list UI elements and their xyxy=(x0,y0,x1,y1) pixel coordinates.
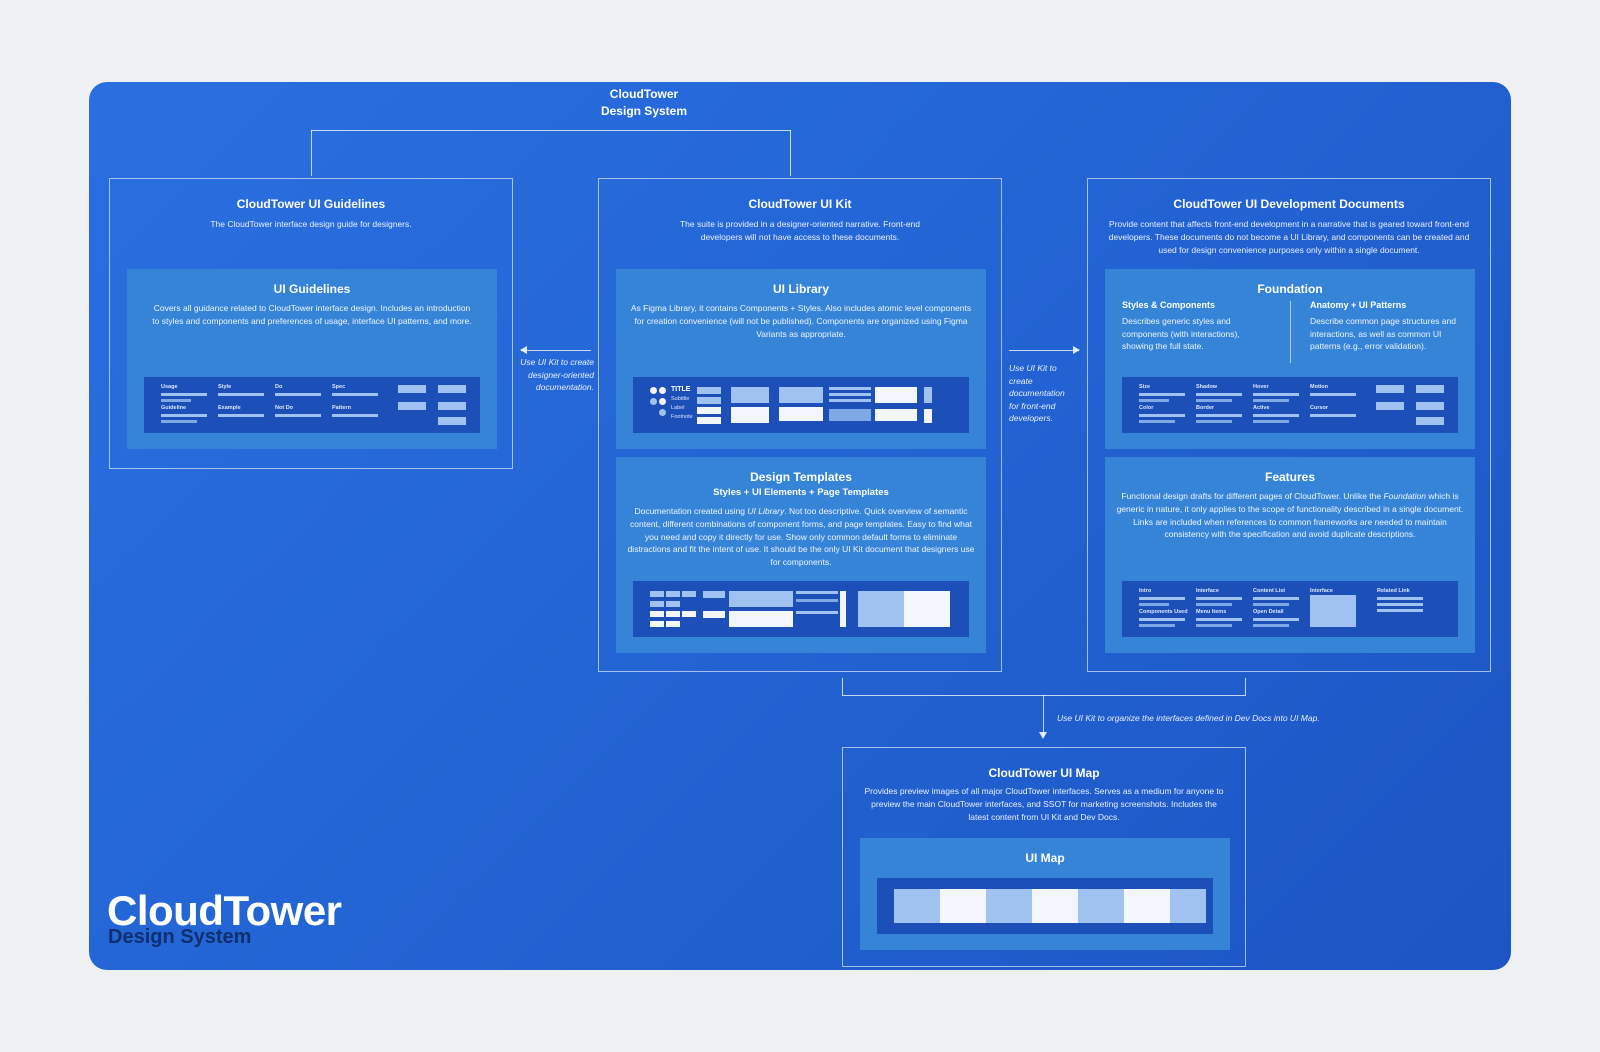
arrow-to-devdocs xyxy=(1009,350,1079,351)
preview-label: Footnote xyxy=(671,414,693,420)
uimap-box: CloudTower UI Map Provides preview image… xyxy=(842,747,1246,967)
preview-label: Style xyxy=(218,384,232,390)
ui-library-panel: UI Library As Figma Library, it contains… xyxy=(616,269,986,449)
desc-text: . Not too descriptive. Quick overview of… xyxy=(627,506,975,568)
ui-guidelines-preview: Usage Style Do Spec Guideline Example No… xyxy=(144,377,480,433)
edge-label-uimap: Use UI Kit to organize the interfaces de… xyxy=(1057,713,1320,723)
preview-label: Hover xyxy=(1253,384,1269,390)
features-desc: Functional design drafts for different p… xyxy=(1115,490,1465,541)
features-panel: Features Functional design drafts for di… xyxy=(1105,457,1475,653)
preview-label: TITLE xyxy=(671,386,691,393)
desc-text: Documentation created using xyxy=(634,506,748,516)
design-templates-desc: Documentation created using UI Library. … xyxy=(626,505,976,569)
design-templates-panel: Design Templates Styles + UI Elements + … xyxy=(616,457,986,653)
devdocs-desc: Provide content that affects front-end d… xyxy=(1108,219,1470,255)
desc-emphasis: UI Library xyxy=(747,506,785,516)
bracket-bottom xyxy=(842,695,1246,696)
devdocs-box: CloudTower UI Development Documents Prov… xyxy=(1087,178,1491,672)
preview-label: Color xyxy=(1139,405,1154,411)
preview-label: Content List xyxy=(1253,588,1286,594)
root-node-title: CloudTower Design System xyxy=(569,86,719,120)
uimap-desc: Provides preview images of all major Clo… xyxy=(864,786,1224,822)
root-connector-left xyxy=(311,130,312,176)
foundation-panel: Foundation Styles & Components Describes… xyxy=(1105,269,1475,449)
preview-label: Spec xyxy=(332,384,346,390)
uimap-panel-title: UI Map xyxy=(1025,851,1065,865)
uikit-box: CloudTower UI Kit The suite is provided … xyxy=(598,178,1002,672)
desc-text: which is generic in nature, it only appl… xyxy=(1116,491,1464,540)
foundation-divider xyxy=(1290,301,1291,363)
bracket-left xyxy=(842,678,843,695)
ui-library-preview: TITLE Subtitle Label Footnote xyxy=(633,377,969,433)
edge-label-devdocs: Use UI Kit to create documentation for f… xyxy=(1009,363,1065,423)
ui-guidelines-title: UI Guidelines xyxy=(273,282,351,296)
preview-label: Guideline xyxy=(161,405,187,411)
preview-label: Example xyxy=(218,405,241,411)
ui-library-title: UI Library xyxy=(772,282,829,296)
preview-label: Motion xyxy=(1310,384,1329,390)
uimap-title: CloudTower UI Map xyxy=(988,766,1100,780)
preview-label: Menu Items xyxy=(1196,609,1227,615)
foundation-title: Foundation xyxy=(1257,282,1323,296)
foundation-col1-desc: Describes generic styles and components … xyxy=(1122,316,1240,351)
uikit-desc: The suite is provided in a designer-orie… xyxy=(679,219,921,242)
root-connector-right xyxy=(790,130,791,176)
preview-label: Subtitle xyxy=(671,396,690,402)
design-templates-preview xyxy=(633,581,969,637)
root-title-line2: Design System xyxy=(600,104,688,118)
preview-label: Pattern xyxy=(332,405,351,411)
preview-label: Cursor xyxy=(1310,405,1329,411)
ui-library-desc: As Figma Library, it contains Components… xyxy=(630,303,972,339)
foundation-col2-title: Anatomy + UI Patterns xyxy=(1310,300,1407,310)
guidelines-title: CloudTower UI Guidelines xyxy=(236,197,386,211)
foundation-col2-desc: Describe common page structures and inte… xyxy=(1310,316,1456,351)
preview-label: Related Link xyxy=(1377,588,1410,594)
brand-subtitle: Design System xyxy=(108,926,252,948)
preview-label: Shadow xyxy=(1196,384,1218,390)
uimap-panel: UI Map xyxy=(860,838,1230,950)
guidelines-box: CloudTower UI Guidelines The CloudTower … xyxy=(109,178,513,469)
preview-label: Border xyxy=(1196,405,1215,411)
features-preview: Intro Interface Content List Interface R… xyxy=(1122,581,1458,637)
edge-label-guidelines: Use UI Kit to create designer-oriented d… xyxy=(520,357,594,392)
preview-label: Open Detail xyxy=(1253,609,1284,615)
ui-guidelines-desc: Covers all guidance related to CloudTowe… xyxy=(152,303,472,326)
root-connector-h xyxy=(311,130,791,131)
ui-guidelines-panel: UI Guidelines Covers all guidance relate… xyxy=(127,269,497,449)
bracket-right xyxy=(1245,678,1246,695)
preview-label: Intro xyxy=(1139,588,1152,594)
features-title: Features xyxy=(1264,470,1316,484)
design-templates-subtitle: Styles + UI Elements + Page Templates xyxy=(713,487,889,498)
root-title-line1: CloudTower xyxy=(609,87,679,101)
desc-emphasis: Foundation xyxy=(1383,491,1427,501)
preview-label: Components Used xyxy=(1139,609,1188,615)
preview-label: Interface xyxy=(1310,588,1333,594)
uimap-preview xyxy=(877,878,1213,934)
diagram-canvas: CloudTower Design System CloudTower UI G… xyxy=(89,82,1511,970)
preview-label: Active xyxy=(1253,405,1270,411)
preview-label: Usage xyxy=(161,384,178,390)
arrow-to-uimap xyxy=(1043,695,1044,737)
uikit-title: CloudTower UI Kit xyxy=(748,197,852,211)
devdocs-title: CloudTower UI Development Documents xyxy=(1173,197,1405,211)
arrowhead-down-icon xyxy=(1039,732,1047,739)
preview-label: Interface xyxy=(1196,588,1219,594)
guidelines-desc: The CloudTower interface design guide fo… xyxy=(210,219,412,229)
preview-label: Not Do xyxy=(275,405,294,411)
foundation-preview: Size Shadow Hover Motion Color Border Ac… xyxy=(1122,377,1458,433)
design-templates-title: Design Templates xyxy=(750,470,852,484)
arrowhead-right-icon xyxy=(1073,346,1080,354)
brand-name: CloudTower xyxy=(107,887,342,934)
arrow-to-guidelines xyxy=(521,350,591,351)
arrowhead-left-icon xyxy=(520,346,527,354)
preview-label: Label xyxy=(671,405,685,411)
preview-label: Do xyxy=(275,384,283,390)
preview-label: Size xyxy=(1139,384,1151,390)
foundation-col1-title: Styles & Components xyxy=(1122,300,1216,310)
desc-text: Functional design drafts for different p… xyxy=(1121,491,1384,501)
